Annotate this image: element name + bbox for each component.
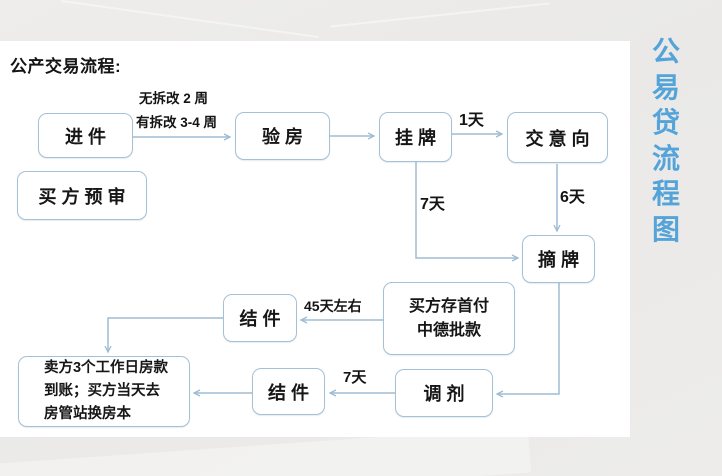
background-facet-line	[330, 2, 550, 28]
edge-label-no-demolition: 无拆改 2 周	[139, 91, 209, 106]
flow-node-listing: 挂 牌	[379, 112, 452, 162]
edge-label-one-day: 1天	[459, 112, 484, 129]
flow-node-delisting: 摘 牌	[522, 235, 595, 283]
page-title: 公产交易流程:	[10, 57, 122, 76]
node-label: 调 剂	[423, 384, 465, 404]
edge-label-forty-five-days: 45天左右	[304, 298, 362, 314]
node-label: 买方存首付 中德批款	[408, 297, 489, 339]
node-label: 交 意 向	[525, 128, 590, 149]
flow-node-adjustment: 调 剂	[395, 369, 493, 417]
node-label: 摘 牌	[537, 250, 579, 270]
flow-node-closing-upper: 结 件	[223, 294, 297, 342]
edge-label-seven-days-lower: 7天	[343, 369, 367, 386]
flow-node-buyer-preapproval: 买 方 预 审	[17, 171, 147, 220]
node-label: 挂 牌	[394, 128, 436, 148]
flow-node-intent: 交 意 向	[507, 112, 608, 163]
background-facet-line	[61, 0, 319, 39]
node-label: 进 件	[64, 126, 106, 147]
vertical-banner-text: 公易贷流程图	[651, 36, 680, 245]
edge-label-seven-days-upper: 7天	[420, 196, 445, 213]
flow-node-downpayment-approval: 买方存首付 中德批款	[383, 282, 515, 355]
flow-node-closing-lower: 结 件	[252, 368, 325, 415]
node-label: 结 件	[239, 309, 281, 329]
node-label: 买 方 预 审	[38, 186, 126, 207]
node-label: 结 件	[267, 382, 309, 403]
flow-node-jinjian: 进 件	[38, 113, 133, 158]
node-label: 卖方3个工作日房款 到账；买方当天去 房管站换房本	[43, 360, 169, 422]
node-label: 验 房	[261, 127, 303, 147]
edge-label-with-demolition: 有拆改 3-4 周	[136, 115, 218, 130]
edge-label-six-days: 6天	[560, 189, 585, 206]
flow-node-house-inspection: 验 房	[235, 112, 330, 160]
flow-node-final-settlement: 卖方3个工作日房款 到账；买方当天去 房管站换房本	[18, 356, 190, 427]
